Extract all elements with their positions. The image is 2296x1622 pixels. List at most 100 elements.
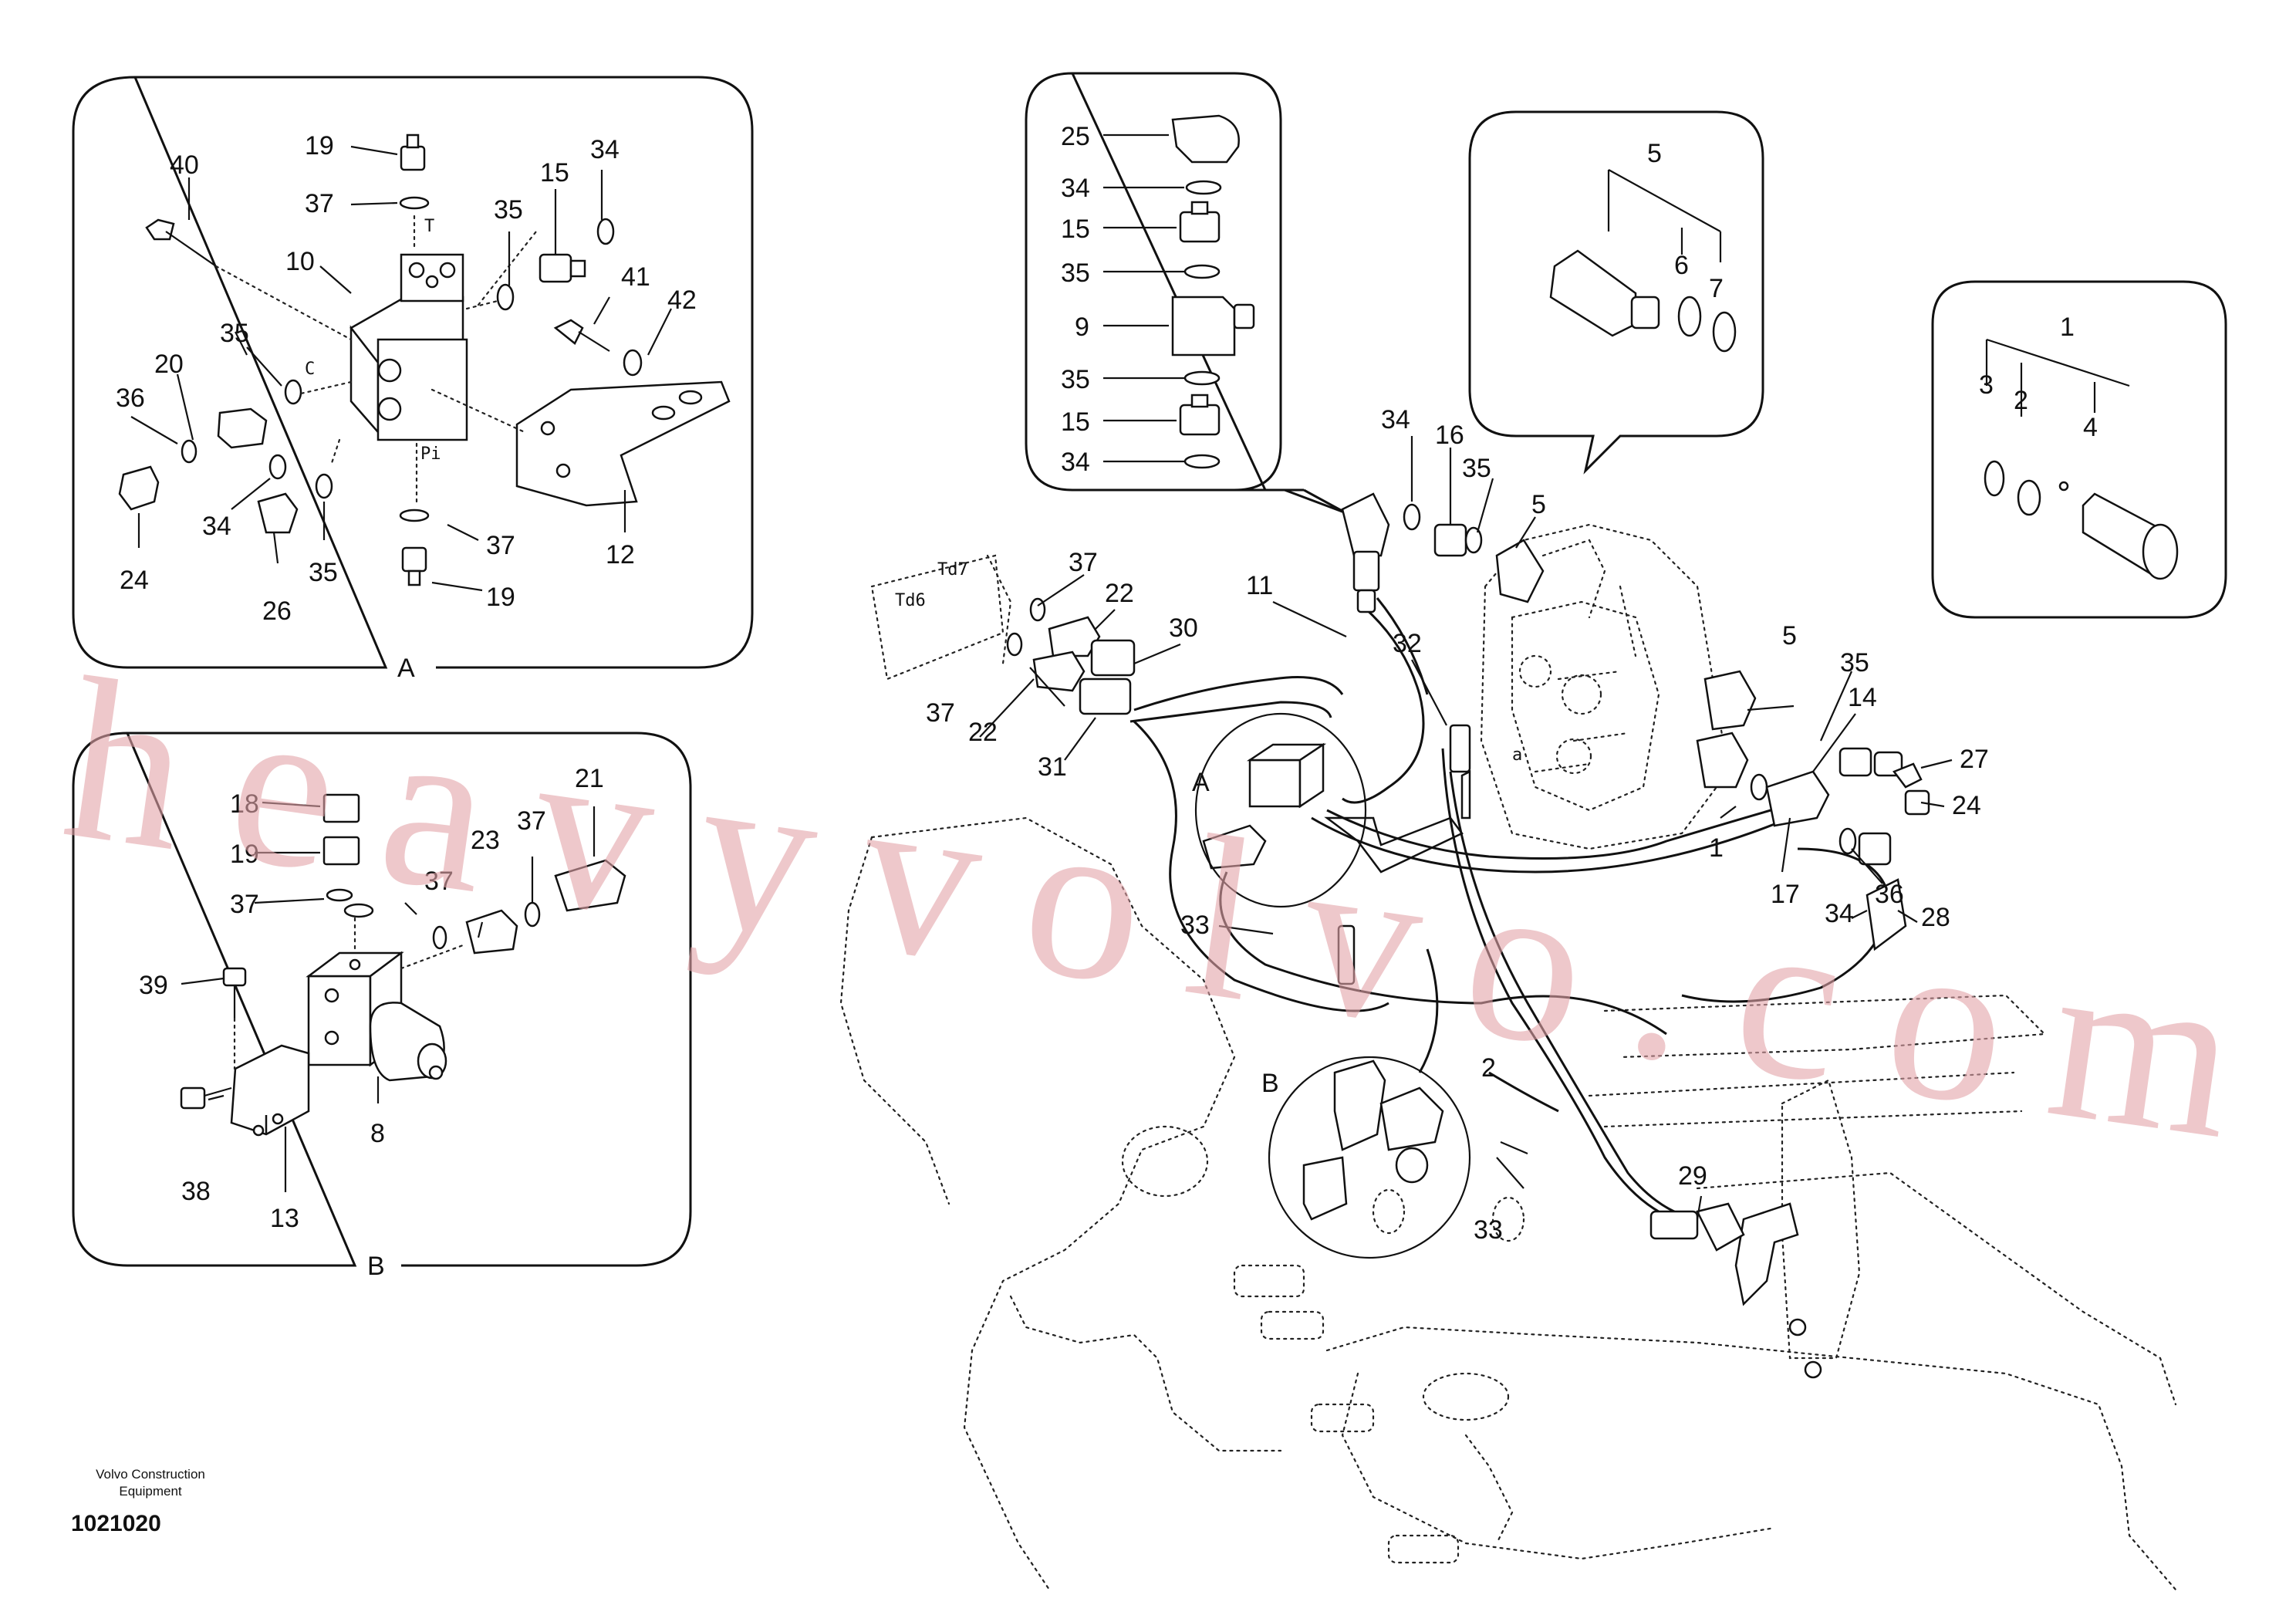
document-number: 1021020 xyxy=(71,1511,161,1536)
callout-2-m: 2 xyxy=(1481,1053,1496,1083)
callout-19: 19 xyxy=(305,131,334,161)
elbow-fitting xyxy=(1341,492,1390,557)
callout-27: 27 xyxy=(1960,745,1989,774)
callout-2-e: 2 xyxy=(2014,386,2028,415)
port-td7-mark: Td7 xyxy=(937,560,968,580)
callout-34-r: 34 xyxy=(1825,899,1854,928)
callout-39: 39 xyxy=(139,971,168,1000)
callout-8: 8 xyxy=(370,1119,385,1148)
detail-a-panel: A xyxy=(72,76,754,683)
callout-1-m: 1 xyxy=(1709,833,1724,863)
callout-15: 15 xyxy=(540,158,569,188)
callout-5-m1: 5 xyxy=(1531,490,1546,519)
callout-26: 26 xyxy=(262,596,292,626)
detail-e-panel xyxy=(1931,280,2227,619)
callout-36: 36 xyxy=(116,384,145,413)
callout-35-left: 35 xyxy=(220,319,249,348)
callout-9: 9 xyxy=(1075,313,1089,342)
detail-e-parts xyxy=(1984,338,2179,580)
callout-22-m1: 22 xyxy=(1105,579,1134,608)
callout-17: 17 xyxy=(1771,880,1800,909)
callout-35-r: 35 xyxy=(1840,648,1869,678)
callout-19-b: 19 xyxy=(230,840,259,869)
callout-15-c: 15 xyxy=(1061,215,1090,244)
callout-37-b-mid: 37 xyxy=(424,867,454,896)
callout-32: 32 xyxy=(1393,629,1422,658)
callout-37-b-right: 37 xyxy=(517,806,546,836)
company-line-2: Equipment xyxy=(119,1484,182,1499)
detail-a-marker: A xyxy=(1192,768,1210,797)
callout-5-m2: 5 xyxy=(1782,621,1797,650)
leader-lines xyxy=(130,133,1953,1220)
callout-18: 18 xyxy=(230,789,259,819)
callout-36-m: 36 xyxy=(1875,880,1904,909)
detail-d-parts xyxy=(1549,169,1737,353)
callout-21: 21 xyxy=(575,764,604,793)
callout-16: 16 xyxy=(1435,421,1464,450)
callout-25: 25 xyxy=(1061,122,1090,151)
callout-3: 3 xyxy=(1979,370,1994,400)
main-assembly xyxy=(839,492,2177,1591)
callout-37: 37 xyxy=(305,189,334,218)
callout-12: 12 xyxy=(606,540,635,569)
callout-14: 14 xyxy=(1848,683,1877,712)
callout-35-m: 35 xyxy=(1462,454,1491,483)
callout-35-bottom: 35 xyxy=(309,558,338,587)
port-t-mark: T xyxy=(424,217,434,236)
callout-20: 20 xyxy=(154,350,184,379)
callout-37-b-left: 37 xyxy=(230,890,259,919)
footer: Volvo Construction Equipment 1021020 xyxy=(54,1466,247,1537)
callout-34-c: 34 xyxy=(1061,174,1090,203)
callout-11: 11 xyxy=(1246,571,1273,600)
callout-40: 40 xyxy=(170,150,199,180)
callout-24-m: 24 xyxy=(1952,791,1981,820)
callout-38: 38 xyxy=(181,1177,211,1206)
callout-24: 24 xyxy=(120,566,149,595)
callout-33-m2: 33 xyxy=(1474,1215,1503,1245)
callout-22-m2: 22 xyxy=(968,718,998,747)
callout-35-c: 35 xyxy=(1061,259,1090,288)
callout-23: 23 xyxy=(471,826,500,855)
detail-b-marker: B xyxy=(1261,1069,1279,1098)
port-c-mark: C xyxy=(305,360,315,379)
callout-35: 35 xyxy=(494,195,523,225)
callout-42: 42 xyxy=(667,286,697,315)
callout-30: 30 xyxy=(1169,613,1198,643)
detail-b-parts xyxy=(180,793,626,1137)
watermark-text: heavyvolvo.com xyxy=(52,629,2250,1187)
callout-10: 10 xyxy=(285,247,315,276)
callout-4: 4 xyxy=(2083,413,2098,442)
callout-7: 7 xyxy=(1709,274,1724,303)
callout-15-c2: 15 xyxy=(1061,407,1090,437)
callout-34-m: 34 xyxy=(1381,405,1410,434)
callout-33-m1: 33 xyxy=(1180,911,1210,940)
port-td6-mark: Td6 xyxy=(895,591,926,610)
callout-labels: 40 19 37 T 10 35 15 34 41 42 35 C 20 36 … xyxy=(116,122,2098,1245)
callout-31: 31 xyxy=(1038,752,1067,782)
callout-29: 29 xyxy=(1678,1161,1707,1191)
callout-5-d: 5 xyxy=(1647,139,1662,168)
port-pi-mark: Pi xyxy=(420,444,441,464)
detail-a-title: A xyxy=(397,654,415,683)
callout-37-bottom: 37 xyxy=(486,531,515,560)
callout-6: 6 xyxy=(1674,251,1689,280)
callout-1-e: 1 xyxy=(2060,313,2075,342)
detail-b-title: B xyxy=(367,1252,385,1281)
callout-34-bottom: 34 xyxy=(202,512,231,541)
detail-a-parts xyxy=(118,133,731,586)
detail-c-parts xyxy=(1171,114,1255,469)
company-line-1: Volvo Construction xyxy=(96,1467,205,1482)
callout-37-m: 37 xyxy=(1069,548,1098,577)
callout-37-m2: 37 xyxy=(926,698,955,728)
detail-d-bubble xyxy=(1468,110,1764,475)
callout-28: 28 xyxy=(1921,903,1950,932)
callout-19-bottom: 19 xyxy=(486,583,515,612)
callout-41: 41 xyxy=(621,262,650,292)
callout-34-c2: 34 xyxy=(1061,448,1090,477)
detail-b-panel: B xyxy=(72,732,692,1281)
callout-34: 34 xyxy=(590,135,620,164)
callout-13: 13 xyxy=(270,1204,299,1233)
callout-35-c2: 35 xyxy=(1061,365,1090,394)
